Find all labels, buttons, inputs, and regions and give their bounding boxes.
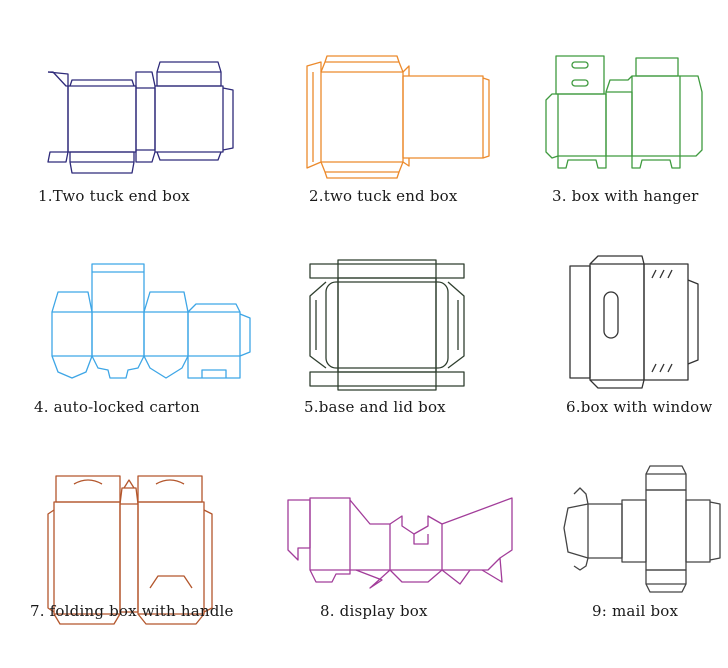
box-9-label: 9: mail box [592, 602, 679, 620]
box-7-dieline [47, 475, 213, 625]
box-8-display: 8. display box [270, 430, 520, 668]
box-7-handle: 7. folding box with handle [0, 430, 270, 668]
box-1-two-tuck-end: 1.Two tuck end box [0, 0, 243, 220]
box-4-auto-locked: 4. auto-locked carton [0, 220, 270, 430]
box-3-label: 3. box with hanger [552, 187, 699, 205]
box-8-label: 8. display box [320, 602, 428, 620]
box-4-label: 4. auto-locked carton [34, 398, 200, 416]
box-1-label: 1.Two tuck end box [38, 187, 190, 205]
box-6-dieline [569, 255, 699, 389]
box-5-label: 5.base and lid box [304, 398, 446, 416]
box-3-hanger: 3. box with hanger [486, 0, 728, 220]
box-2-two-tuck-end: 2.two tuck end box [243, 0, 490, 220]
box-5-base-and-lid: 5.base and lid box [270, 220, 500, 430]
box-2-label: 2.two tuck end box [309, 187, 458, 205]
box-2-dieline [306, 55, 490, 179]
box-8-dieline [287, 497, 513, 589]
box-4-dieline [51, 263, 251, 379]
box-9-dieline [563, 465, 721, 593]
box-6-window: 6.box with window [500, 220, 728, 430]
box-7-label: 7. folding box with handle [30, 602, 234, 620]
box-6-label: 6.box with window [566, 398, 713, 416]
box-9-mailbox: 9: mail box [520, 430, 728, 668]
box-3-dieline [545, 55, 703, 169]
box-5-dieline [309, 259, 465, 391]
box-1-dieline [47, 61, 234, 174]
